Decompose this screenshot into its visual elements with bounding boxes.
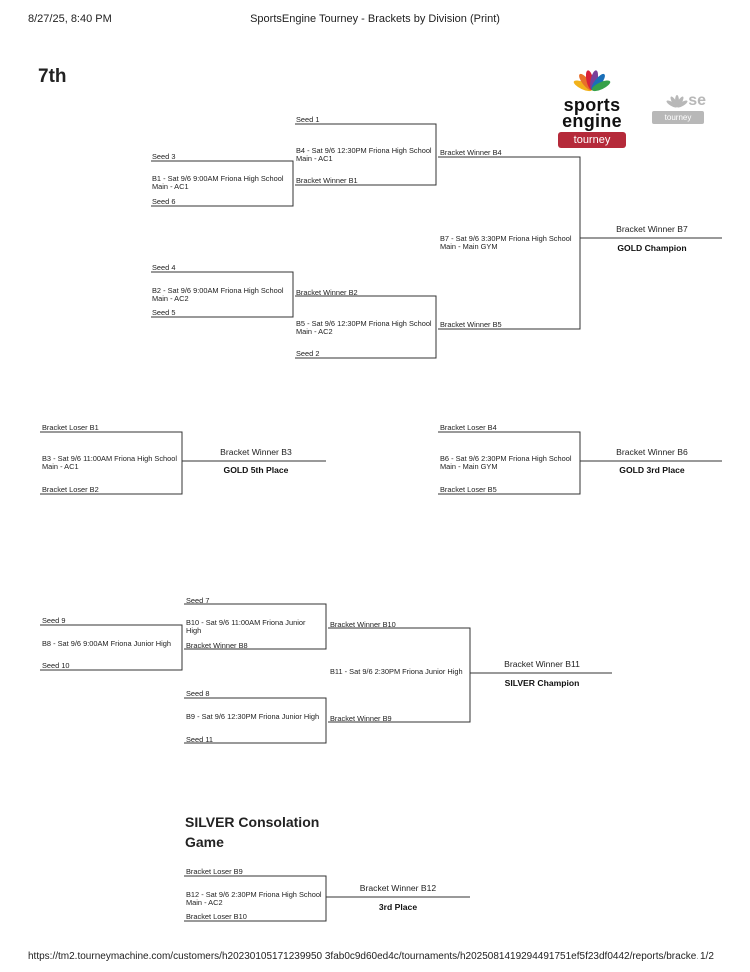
b6-winner-label: Bracket Winner B6 [616,447,688,457]
seed-2-label: Seed 2 [296,349,320,358]
game-b10-line2: High [186,625,202,635]
game-b5-line1: B5 - Sat 9/6 12:30PM Friona High School [296,319,432,328]
gold-5th-place-label: GOLD 5th Place [223,465,289,475]
division-title: 7th [38,66,67,87]
peacock-gray-icon [666,95,688,108]
b4-winner-label: Bracket Winner B4 [440,148,502,157]
game-b8-info: B8 - Sat 9/6 9:00AM Friona Junior High [42,639,171,648]
bracket-line-b6 [438,431,581,495]
seed-4-label: Seed 4 [152,263,176,272]
b8-winner-label: Bracket Winner B8 [186,641,248,650]
logo-alt-text: se [688,92,706,109]
bracket-line-b7 [438,156,581,330]
game-b7-line1: B7 - Sat 9/6 3:30PM Friona High School [440,234,572,243]
game-b4-line2: Main - AC1 [296,153,333,163]
loser-b2-label: Bracket Loser B2 [42,485,99,494]
b2-winner-label: Bracket Winner B2 [296,288,358,297]
loser-b5-label: Bracket Loser B5 [440,485,497,494]
game-b10-info: B10 - Sat 9/6 11:00AM Friona Junior High [186,619,326,634]
gold-3rd-place-label: GOLD 3rd Place [619,465,685,475]
bracket-line-b12 [184,875,327,922]
peacock-icon [573,70,611,92]
bracket-line-b5 [295,295,437,359]
game-b3-line2: Main - AC1 [42,461,79,471]
game-b7-line2: Main - Main GYM [440,241,498,251]
seed-1-label: Seed 1 [296,115,320,124]
game-b7-info: B7 - Sat 9/6 3:30PM Friona High School M… [440,235,580,250]
game-b11-info: B11 - Sat 9/6 2:30PM Friona Junior High [330,667,463,676]
sportsengine-tourney-logo: sports engine tourney [552,68,632,148]
footer-url[interactable]: https://tm2.tourneymachine.com/customers… [28,951,698,962]
game-b6-line2: Main - Main GYM [440,461,498,471]
game-b2-line2: Main - AC2 [152,293,189,303]
game-b3-info: B3 - Sat 9/6 11:00AM Friona High School … [42,455,182,470]
bracket-line-b8 [40,624,183,671]
seed-8-label: Seed 8 [186,689,210,698]
game-b9-info: B9 - Sat 9/6 12:30PM Friona Junior High [186,712,320,721]
seed-3-label: Seed 3 [152,152,176,161]
consolation-3rd-place-label: 3rd Place [378,902,418,912]
silver-consolation-title: SILVER Consolation Game [185,814,320,850]
b3-winner-label: Bracket Winner B3 [220,447,292,457]
b11-winner-label: Bracket Winner B11 [504,659,580,669]
seed-5-label: Seed 5 [152,308,176,317]
gold-champion-label: GOLD Champion [617,243,687,253]
game-b4-line1: B4 - Sat 9/6 12:30PM Friona High School [296,146,432,155]
page-header-title: SportsEngine Tourney - Brackets by Divis… [250,13,500,25]
game-b1-line1: B1 - Sat 9/6 9:00AM Friona High School [152,174,284,183]
game-b5-line2: Main - AC2 [296,326,333,336]
bracket-line-b9 [184,697,327,744]
seed-10-label: Seed 10 [42,661,70,670]
b5-winner-label: Bracket Winner B5 [440,320,502,329]
seed-11-label: Seed 11 [186,735,213,744]
b9-winner-label: Bracket Winner B9 [330,714,392,723]
game-b2-info: B2 - Sat 9/6 9:00AM Friona High School M… [152,287,292,302]
loser-b4-label: Bracket Loser B4 [440,423,497,432]
game-b5-info: B5 - Sat 9/6 12:30PM Friona High School … [296,320,436,335]
b1-winner-label: Bracket Winner B1 [296,176,358,185]
game-b6-info: B6 - Sat 9/6 2:30PM Friona High School M… [440,455,580,470]
bracket-line-b4 [295,123,437,186]
logo-alt-badge: tourney [652,111,704,124]
game-b12-line1: B12 - Sat 9/6 2:30PM Friona High School [186,890,322,899]
bracket-line-b1 [151,160,294,207]
print-datetime: 8/27/25, 8:40 PM [28,13,112,25]
se-tourney-gray-logo: se tourney [650,93,706,124]
logo-badge-tourney: tourney [558,132,626,148]
silver-champion-label: SILVER Champion [504,678,580,688]
game-b12-info: B12 - Sat 9/6 2:30PM Friona High School … [186,891,326,906]
logo-word-engine: engine [562,111,622,131]
seed-6-label: Seed 6 [152,197,176,206]
loser-b1-label: Bracket Loser B1 [42,423,99,432]
bracket-line-b10 [184,603,327,650]
b10-winner-label: Bracket Winner B10 [330,620,396,629]
bracket-line-b2 [151,271,294,318]
loser-b9-label: Bracket Loser B9 [186,867,243,876]
b7-winner-label: Bracket Winner B7 [616,224,688,234]
bracket-line-b11 [328,627,471,723]
game-b6-line1: B6 - Sat 9/6 2:30PM Friona High School [440,454,572,463]
page-number: 1/2 [700,951,714,962]
game-b10-line1: B10 - Sat 9/6 11:00AM Friona Junior [186,618,306,627]
bracket-line-b3 [40,431,183,495]
game-b2-line1: B2 - Sat 9/6 9:00AM Friona High School [152,286,284,295]
game-b3-line1: B3 - Sat 9/6 11:00AM Friona High School [42,454,178,463]
seed-7-label: Seed 7 [186,596,210,605]
b12-winner-label: Bracket Winner B12 [359,883,437,893]
seed-9-label: Seed 9 [42,616,66,625]
logo-word-sports: sports [563,95,621,115]
loser-b10-label: Bracket Loser B10 [186,912,247,921]
game-b1-line2: Main - AC1 [152,181,189,191]
game-b4-info: B4 - Sat 9/6 12:30PM Friona High School … [296,147,436,162]
game-b12-line2: Main - AC2 [186,897,223,907]
game-b1-info: B1 - Sat 9/6 9:00AM Friona High School M… [152,175,292,190]
